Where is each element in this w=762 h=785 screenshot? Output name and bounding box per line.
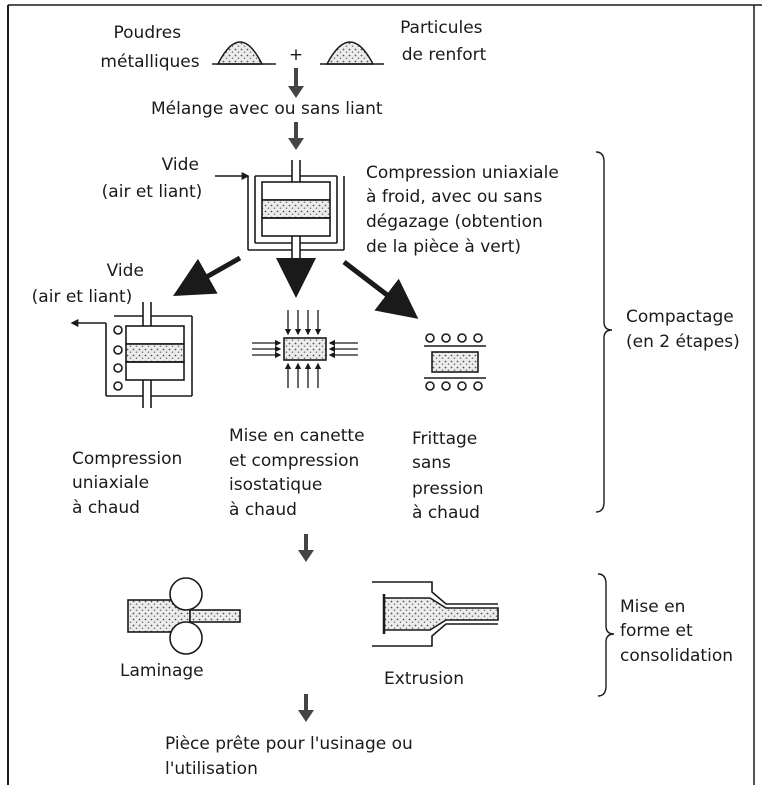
arrow-down-icon — [288, 122, 304, 150]
mixing-label: Mélange avec ou sans liant — [151, 99, 383, 119]
arrow-down-icon — [298, 694, 314, 722]
hot-vent-label: Vide (air et liant) — [32, 261, 150, 307]
diagram-frame — [7, 4, 762, 785]
rolling-mill-icon — [127, 577, 241, 655]
compaction-stage-label: Compactage (en 2 étapes) — [626, 307, 740, 352]
compaction-brace — [595, 151, 613, 513]
reinforcement-heap-icon — [320, 41, 384, 65]
extrusion-die-icon — [372, 581, 499, 647]
cold-press-die-icon — [215, 160, 345, 262]
final-result-label: Pièce prête pour l'usinage ou l'utilisat… — [165, 734, 418, 779]
cold-vent-label: Vide (air et liant) — [102, 155, 205, 202]
sintering-label: Frittage sans pression à chaud — [412, 429, 489, 523]
arrow-to-sintering-icon — [342, 260, 419, 319]
cold-press-description: Compression uniaxiale à froid, avec ou s… — [366, 163, 564, 257]
arrow-down-icon — [288, 68, 304, 98]
forming-brace — [597, 573, 615, 697]
isostatic-press-icon — [252, 310, 358, 388]
hot-press-die-icon — [70, 302, 193, 408]
powders-label: Poudres métalliques — [100, 23, 199, 72]
rolling-label: Laminage — [120, 661, 204, 681]
isostatic-label: Mise en canette et compression isostatiq… — [229, 426, 370, 520]
forming-stage-label: Mise en forme et consolidation — [620, 597, 733, 666]
extrusion-label: Extrusion — [384, 669, 464, 689]
arrow-down-icon — [298, 534, 314, 562]
powder-heap-icon — [212, 41, 276, 65]
hot-uniaxial-label: Compression uniaxiale à chaud — [72, 449, 188, 518]
plus-sign: + — [289, 45, 303, 65]
arrow-to-hot-uniaxial-icon — [173, 255, 242, 296]
sintering-furnace-icon — [424, 333, 486, 391]
branch-arrows — [173, 255, 419, 319]
reinforcement-label: Particules de renfort — [400, 18, 488, 65]
